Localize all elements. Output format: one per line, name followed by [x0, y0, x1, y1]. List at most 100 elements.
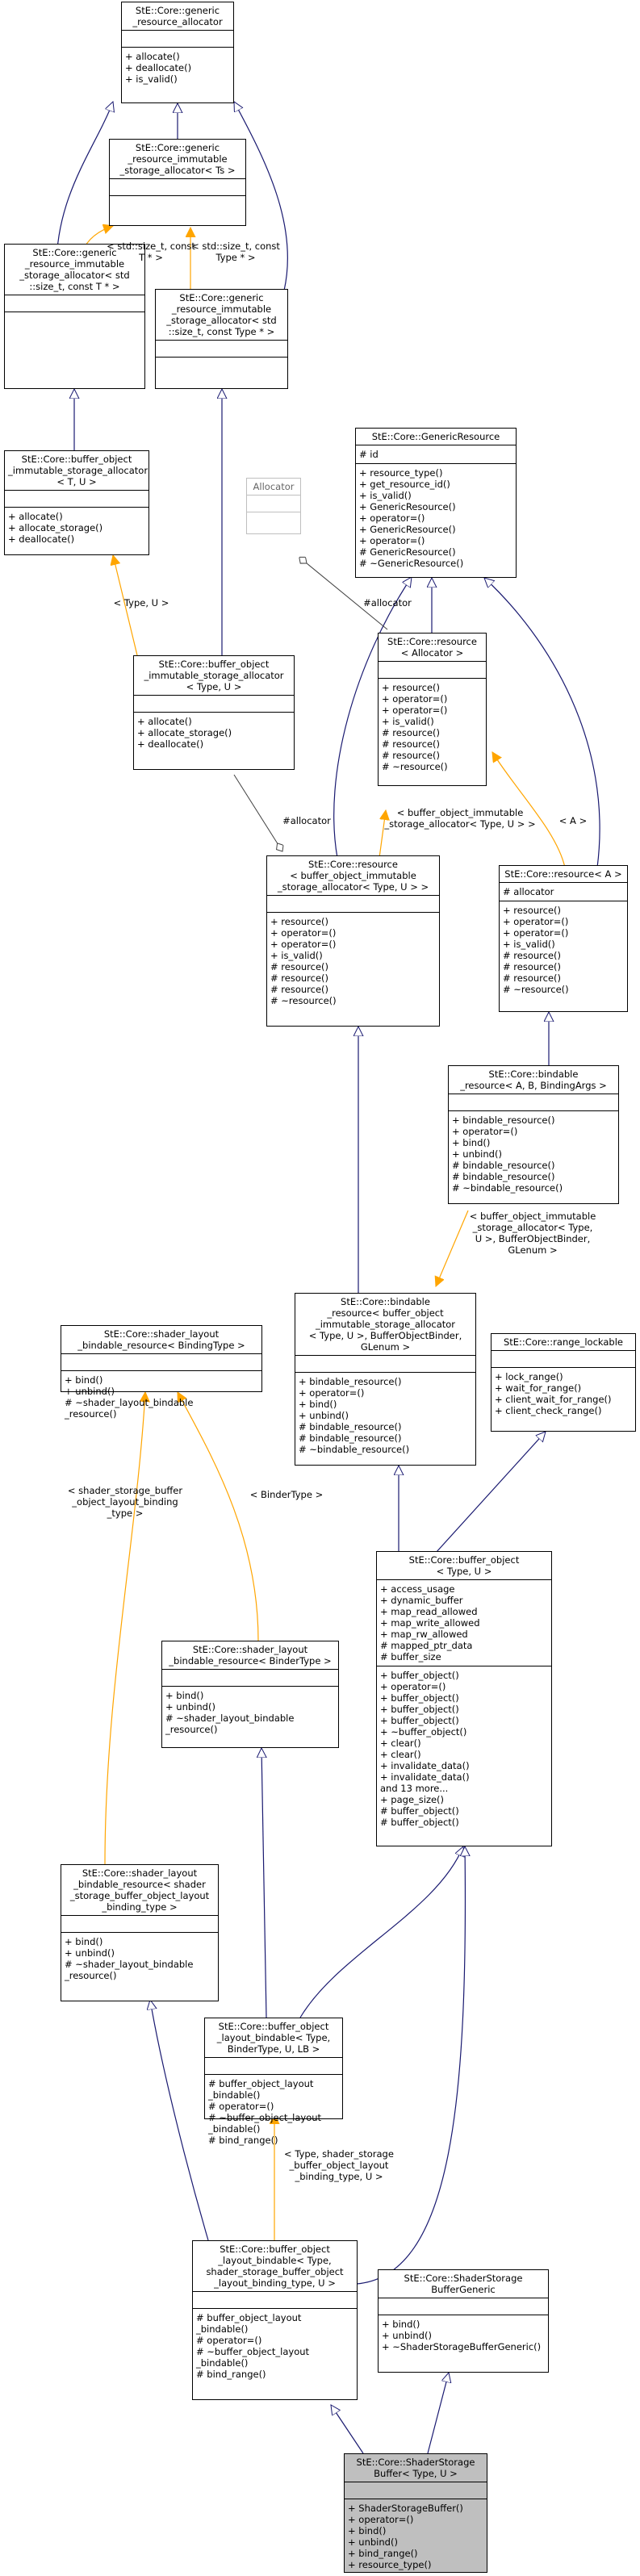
method-line: + resource() — [270, 916, 329, 927]
method-line: # ~bindable_resource() — [452, 1182, 563, 1194]
class-box-resource-allocator[interactable]: StE::Core::resource < Allocator >+ resou… — [378, 633, 487, 786]
class-box-shader-layout-storage[interactable]: StE::Core::shader_layout _bindable_resou… — [61, 1864, 219, 2001]
method-line: # ~buffer_object_layout _bindable() — [208, 2112, 322, 2135]
attribute-line: + map_rw_allowed — [380, 1629, 468, 1640]
class-title: StE::Core::shader_layout _bindable_resou… — [169, 1644, 332, 1666]
class-title: StE::Core::bindable _resource< A, B, Bin… — [460, 1068, 607, 1091]
method-line: + operator=() — [503, 916, 569, 927]
method-line: + unbind() — [348, 2536, 398, 2548]
class-title: StE::Core::range_lockable — [503, 1336, 623, 1348]
class-box-shader-layout-BinderType[interactable]: StE::Core::shader_layout _bindable_resou… — [161, 1641, 339, 1748]
edge-shader-storage-template — [104, 1392, 145, 1865]
class-methods: + resource()+ operator=()+ operator=()+ … — [267, 912, 439, 1010]
method-line: + deallocate() — [8, 533, 75, 545]
attribute-line: + map_write_allowed — [380, 1617, 480, 1629]
class-attributes — [295, 1355, 475, 1372]
method-line: + operator=() — [270, 927, 337, 939]
class-box-generic-immutable-T[interactable]: StE::Core::generic _resource_immutable _… — [4, 244, 145, 389]
class-box-bindable-buffer[interactable]: StE::Core::bindable _resource< buffer_ob… — [295, 1293, 476, 1466]
method-line: # resource() — [382, 738, 441, 750]
class-box-buffer-object-TypeU[interactable]: StE::Core::buffer_object < Type, U >+ ac… — [376, 1551, 552, 1846]
method-line: # GenericResource() — [359, 546, 456, 558]
class-box-allocator[interactable]: Allocator — [246, 478, 301, 534]
method-line: + resource() — [503, 905, 562, 916]
edge-allocator-usage-2 — [233, 774, 282, 851]
class-box-buffer-layout-bindable-generic[interactable]: StE::Core::buffer_object _layout_bindabl… — [204, 2018, 343, 2146]
class-box-generic-immutable-Ts[interactable]: StE::Core::generic _resource_immutable _… — [109, 139, 246, 226]
method-line: + client_check_range() — [495, 1405, 602, 1416]
class-box-generic-immutable-Type[interactable]: StE::Core::generic _resource_immutable _… — [155, 289, 288, 389]
class-box-buffer-object-immutable-TypeU[interactable]: StE::Core::buffer_object _immutable_stor… — [133, 655, 295, 770]
edge-generic-Type-to-allocator — [234, 102, 288, 291]
edge-bindable-buffer-template — [436, 1210, 469, 1286]
edge-label-std-size-t-Type: < std::size_t, const Type * > — [191, 240, 280, 263]
edge-layout-ssbo-to-shader-storage — [150, 2000, 209, 2241]
method-line: + resource_type() — [348, 2559, 432, 2570]
edge-layout-generic-to-shader-binder — [261, 1748, 266, 2018]
method-line: + operator=() — [348, 2514, 414, 2525]
method-line: + buffer_object() — [380, 1692, 459, 1704]
class-methods: + resource()+ operator=()+ operator=()+ … — [379, 678, 486, 776]
method-line: + deallocate() — [137, 738, 204, 750]
class-box-range-lockable[interactable]: StE::Core::range_lockable+ lock_range()+… — [491, 1333, 636, 1432]
method-line: # resource() — [270, 972, 329, 984]
class-box-generic-resource[interactable]: StE::Core::GenericResource# id+ resource… — [355, 428, 517, 578]
edge-ssbo-to-ssbo-generic — [427, 2373, 449, 2454]
method-line: + is_valid() — [382, 716, 434, 727]
class-methods: + allocate()+ allocate_storage()+ deallo… — [134, 712, 294, 753]
method-line: + allocate_storage() — [137, 727, 232, 738]
method-line: + ~buffer_object() — [380, 1726, 467, 1738]
class-box-buffer-object-immutable-TU[interactable]: StE::Core::buffer_object _immutable_stor… — [4, 450, 149, 555]
class-methods — [247, 512, 300, 529]
class-methods: + bindable_resource()+ operator=()+ bind… — [295, 1372, 475, 1458]
edge-resource-buffer-to-generic — [333, 577, 412, 859]
method-line: + operator=() — [452, 1126, 518, 1137]
edge-allocator-usage-1 — [307, 563, 388, 630]
class-attributes — [134, 695, 294, 712]
method-line: # resource() — [503, 950, 562, 961]
method-line: # operator=() — [208, 2101, 274, 2112]
attribute-line: + access_usage — [380, 1583, 455, 1595]
class-box-shader-layout-BindingType[interactable]: StE::Core::shader_layout _bindable_resou… — [61, 1325, 262, 1420]
class-box-ssbo-generic[interactable]: StE::Core::ShaderStorage BufferGeneric+ … — [378, 2269, 549, 2373]
class-methods: + bindable_resource()+ operator=()+ bind… — [449, 1110, 618, 1197]
class-box-generic-resource-allocator[interactable]: StE::Core::generic _resource_allocator+ … — [121, 2, 234, 103]
class-title: StE::Core::buffer_object _layout_bindabl… — [216, 2021, 331, 2055]
method-line: + operator=() — [359, 512, 425, 524]
method-line: + is_valid() — [125, 73, 178, 85]
method-line: + operator=() — [382, 693, 448, 705]
class-attributes — [205, 2057, 342, 2074]
method-line: + clear() — [380, 1738, 421, 1749]
class-box-resource-buffer[interactable]: StE::Core::resource < buffer_object_immu… — [266, 855, 440, 1027]
method-line: + is_valid() — [503, 939, 555, 950]
edge-label-a-param: < A > — [558, 815, 588, 826]
class-box-bindable-A[interactable]: StE::Core::bindable _resource< A, B, Bin… — [448, 1065, 619, 1204]
class-attributes — [379, 2298, 548, 2315]
method-line: # ~buffer_object_layout _bindable() — [196, 2346, 310, 2369]
class-attributes — [61, 1353, 261, 1370]
class-methods: + resource()+ operator=()+ operator=()+ … — [500, 901, 627, 998]
method-line: + bindable_resource() — [452, 1114, 555, 1126]
method-line: + operator=() — [503, 927, 569, 939]
class-methods: + bind()+ unbind()+ ~ShaderStorageBuffer… — [379, 2315, 548, 2356]
class-attributes — [492, 1350, 635, 1367]
method-line: + bindable_resource() — [299, 1376, 402, 1387]
class-box-buffer-layout-bindable-ssbo[interactable]: StE::Core::buffer_object _layout_bindabl… — [192, 2240, 358, 2400]
class-box-ssbo[interactable]: StE::Core::ShaderStorage Buffer< Type, U… — [344, 2453, 487, 2573]
class-title: StE::Core::buffer_object _immutable_stor… — [8, 454, 148, 487]
edge-generic-T-to-allocator — [56, 102, 113, 267]
method-line: # buffer_object() — [380, 1817, 459, 1828]
class-title: StE::Core::resource< A > — [504, 868, 622, 880]
edge-shader-binder-template — [177, 1392, 259, 1641]
edge-label-type-u: < Type, U > — [113, 597, 169, 608]
class-attributes — [247, 495, 300, 512]
edge-label-buffer-alloc-type-u: < buffer_object_immutable _storage_alloc… — [384, 807, 536, 830]
method-line: + allocate() — [8, 511, 63, 522]
class-box-resource-A[interactable]: StE::Core::resource< A ># allocator+ res… — [499, 865, 628, 1012]
method-line: + allocate() — [125, 51, 180, 62]
edge-TypeU-template — [113, 555, 138, 656]
class-title: StE::Core::generic _resource_allocator — [132, 5, 223, 27]
method-line: + bind() — [452, 1137, 491, 1148]
method-line: + buffer_object() — [380, 1670, 459, 1681]
